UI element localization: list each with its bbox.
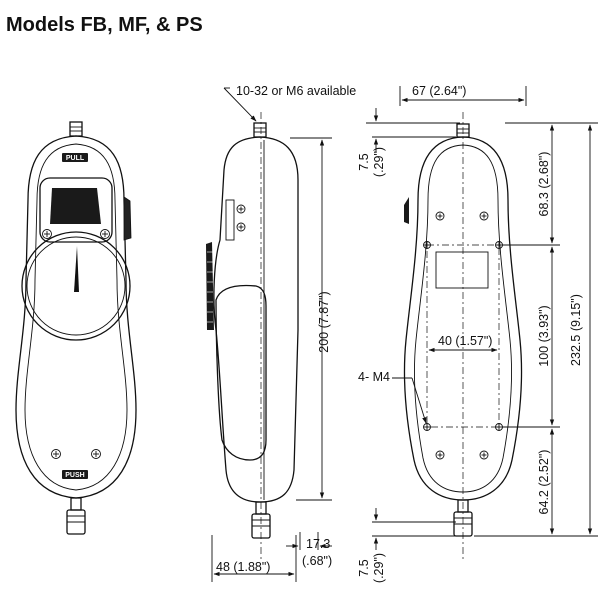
mounting-hole-icon [495, 423, 503, 431]
back-view [403, 112, 523, 560]
side-grip-pad [215, 284, 267, 461]
gauge-dial-face [26, 236, 126, 336]
side-switch-slot [225, 199, 235, 241]
gauge-needle-icon [74, 246, 79, 292]
push-badge [62, 470, 88, 479]
mounting-hole-icon [495, 241, 503, 249]
holes-label: 4- M4 [358, 370, 390, 384]
back-label-window [435, 251, 489, 289]
screw-icon [236, 204, 246, 214]
mounting-hole-icon [423, 241, 431, 249]
dim-width-67: 67 (2.64") [412, 84, 466, 98]
display-window [50, 188, 101, 224]
front-top-shaft [69, 121, 83, 137]
screw-icon [51, 449, 61, 459]
screw-icon [91, 449, 101, 459]
side-button [123, 196, 132, 241]
dim-hole-spacing-h: 40 (1.57") [438, 334, 492, 348]
pull-label: PULL [66, 155, 85, 162]
mounting-hole-icon [423, 423, 431, 431]
side-body [213, 136, 299, 503]
screw-icon [100, 229, 110, 239]
dim-hole-spacing-v: 100 (3.93") [537, 305, 551, 366]
dim-offset-17-in: (.68") [302, 554, 332, 568]
dim-tip-bottom: 7.5 [357, 559, 371, 576]
dim-tip-top-in: (.29") [372, 147, 386, 177]
side-dimensions [211, 87, 332, 582]
screw-icon [479, 450, 489, 460]
display-frame [39, 177, 113, 243]
screw-icon [42, 229, 52, 239]
push-label: PUSH [65, 472, 84, 479]
front-view: PULL PUSH [15, 121, 137, 535]
front-body-inner [24, 143, 128, 491]
back-dimensions [366, 86, 598, 550]
thread-note-label: 10-32 or M6 available [236, 84, 356, 98]
dim-depth-48: 48 (1.88") [216, 560, 270, 574]
dim-tip-top: 7.5 [357, 153, 371, 170]
side-view [206, 112, 299, 560]
screw-icon [236, 222, 246, 232]
gauge-dial-bezel [21, 231, 131, 341]
dim-tip-bottom-in: (.29") [372, 553, 386, 583]
dim-hole-top: 68.3 (2.68") [537, 152, 551, 217]
screw-icon [435, 211, 445, 221]
screw-icon [479, 211, 489, 221]
screw-icon [435, 450, 445, 460]
pull-badge [62, 153, 88, 162]
page-title: Models FB, MF, & PS [6, 14, 203, 36]
dim-height-200: 200 (7.87") [317, 291, 331, 352]
side-knob [206, 242, 214, 330]
dim-overall: 232.5 (9.15") [569, 294, 583, 366]
dim-offset-17: 17.3 [306, 537, 330, 551]
dim-hole-bottom: 64.2 (2.52") [537, 450, 551, 515]
